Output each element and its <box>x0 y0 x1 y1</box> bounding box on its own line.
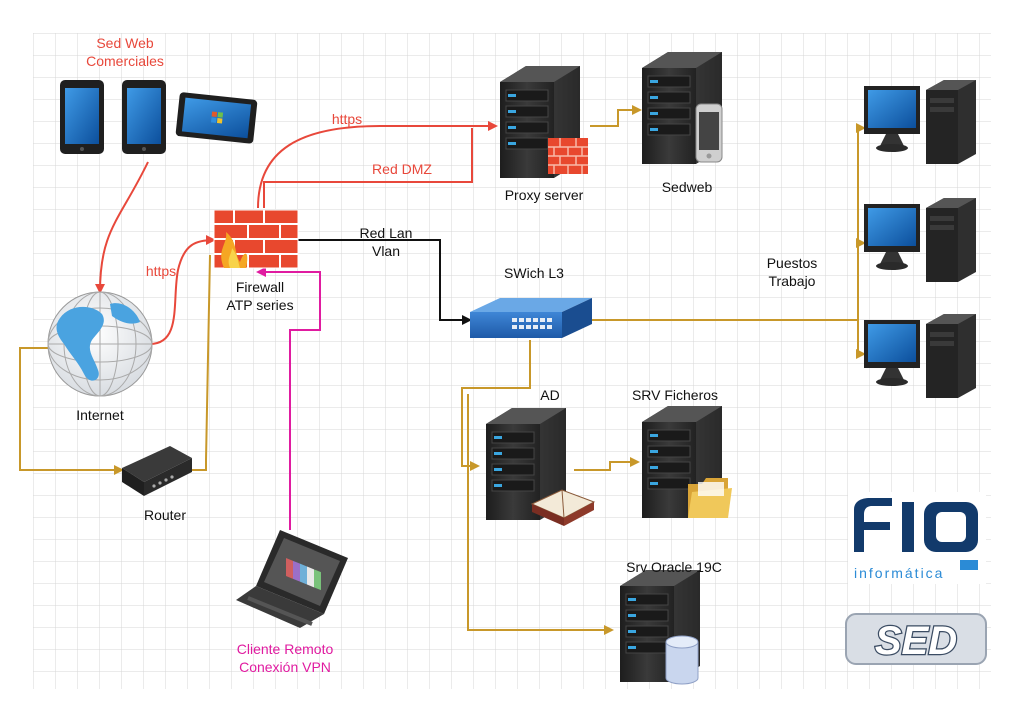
sed-logo: SED <box>845 613 987 665</box>
database-icon <box>665 635 699 685</box>
label-https-top: https <box>331 111 363 127</box>
label-switch: SWich L3 <box>504 265 564 281</box>
link-tablets-internet <box>95 161 149 294</box>
label-red-dmz: Red DMZ <box>372 161 432 177</box>
switch-l3-icon <box>470 298 592 338</box>
label-proxy-server: Proxy server <box>504 187 584 203</box>
label-https-left: https <box>145 263 177 279</box>
f10-logo <box>848 492 986 584</box>
firewall-icon <box>213 209 299 269</box>
vpn-laptop-icon <box>236 530 348 628</box>
label-srv-oracle: Srv Oracle 19C <box>626 559 722 575</box>
link-firewall-switch <box>298 239 472 325</box>
label-red-lan: Red Lan Vlan <box>359 225 413 259</box>
smartphone-icon <box>695 103 723 163</box>
tablet-device-1 <box>60 80 104 154</box>
label-srv-ficheros: SRV Ficheros <box>631 387 719 403</box>
label-firewall: Firewall ATP series <box>226 279 294 313</box>
link-firewall-proxy-https <box>257 121 498 209</box>
link-ad-ficheros <box>574 457 640 471</box>
label-sedweb: Sedweb <box>661 179 713 195</box>
link-internet-router <box>19 347 124 475</box>
folder-icon <box>688 478 732 518</box>
link-firewall-proxy-dmz <box>263 128 473 208</box>
tablet-device-2 <box>122 80 166 154</box>
book-icon <box>530 489 596 526</box>
label-ad: AD <box>540 387 560 403</box>
link-proxy-sedweb <box>590 105 642 127</box>
label-router: Router <box>143 507 187 523</box>
label-puestos: Puestos Trabajo <box>766 255 818 289</box>
link-router-firewall <box>190 254 211 471</box>
label-cliente-remoto: Cliente Remoto Conexión VPN <box>236 641 334 675</box>
label-internet: Internet <box>76 407 124 423</box>
f10-logo-subtitle: informática <box>854 565 944 581</box>
link-internet-firewall <box>149 235 216 345</box>
link-vpn-firewall <box>256 267 321 530</box>
tablet-device-landscape <box>175 92 258 144</box>
proxy-firewall-brick-icon <box>548 138 588 174</box>
label-sed-web-comerciales: Sed Web Comerciales <box>86 35 164 69</box>
internet-globe-icon <box>47 291 153 397</box>
sed-logo-text: SED <box>875 619 957 663</box>
router-icon <box>122 446 192 496</box>
